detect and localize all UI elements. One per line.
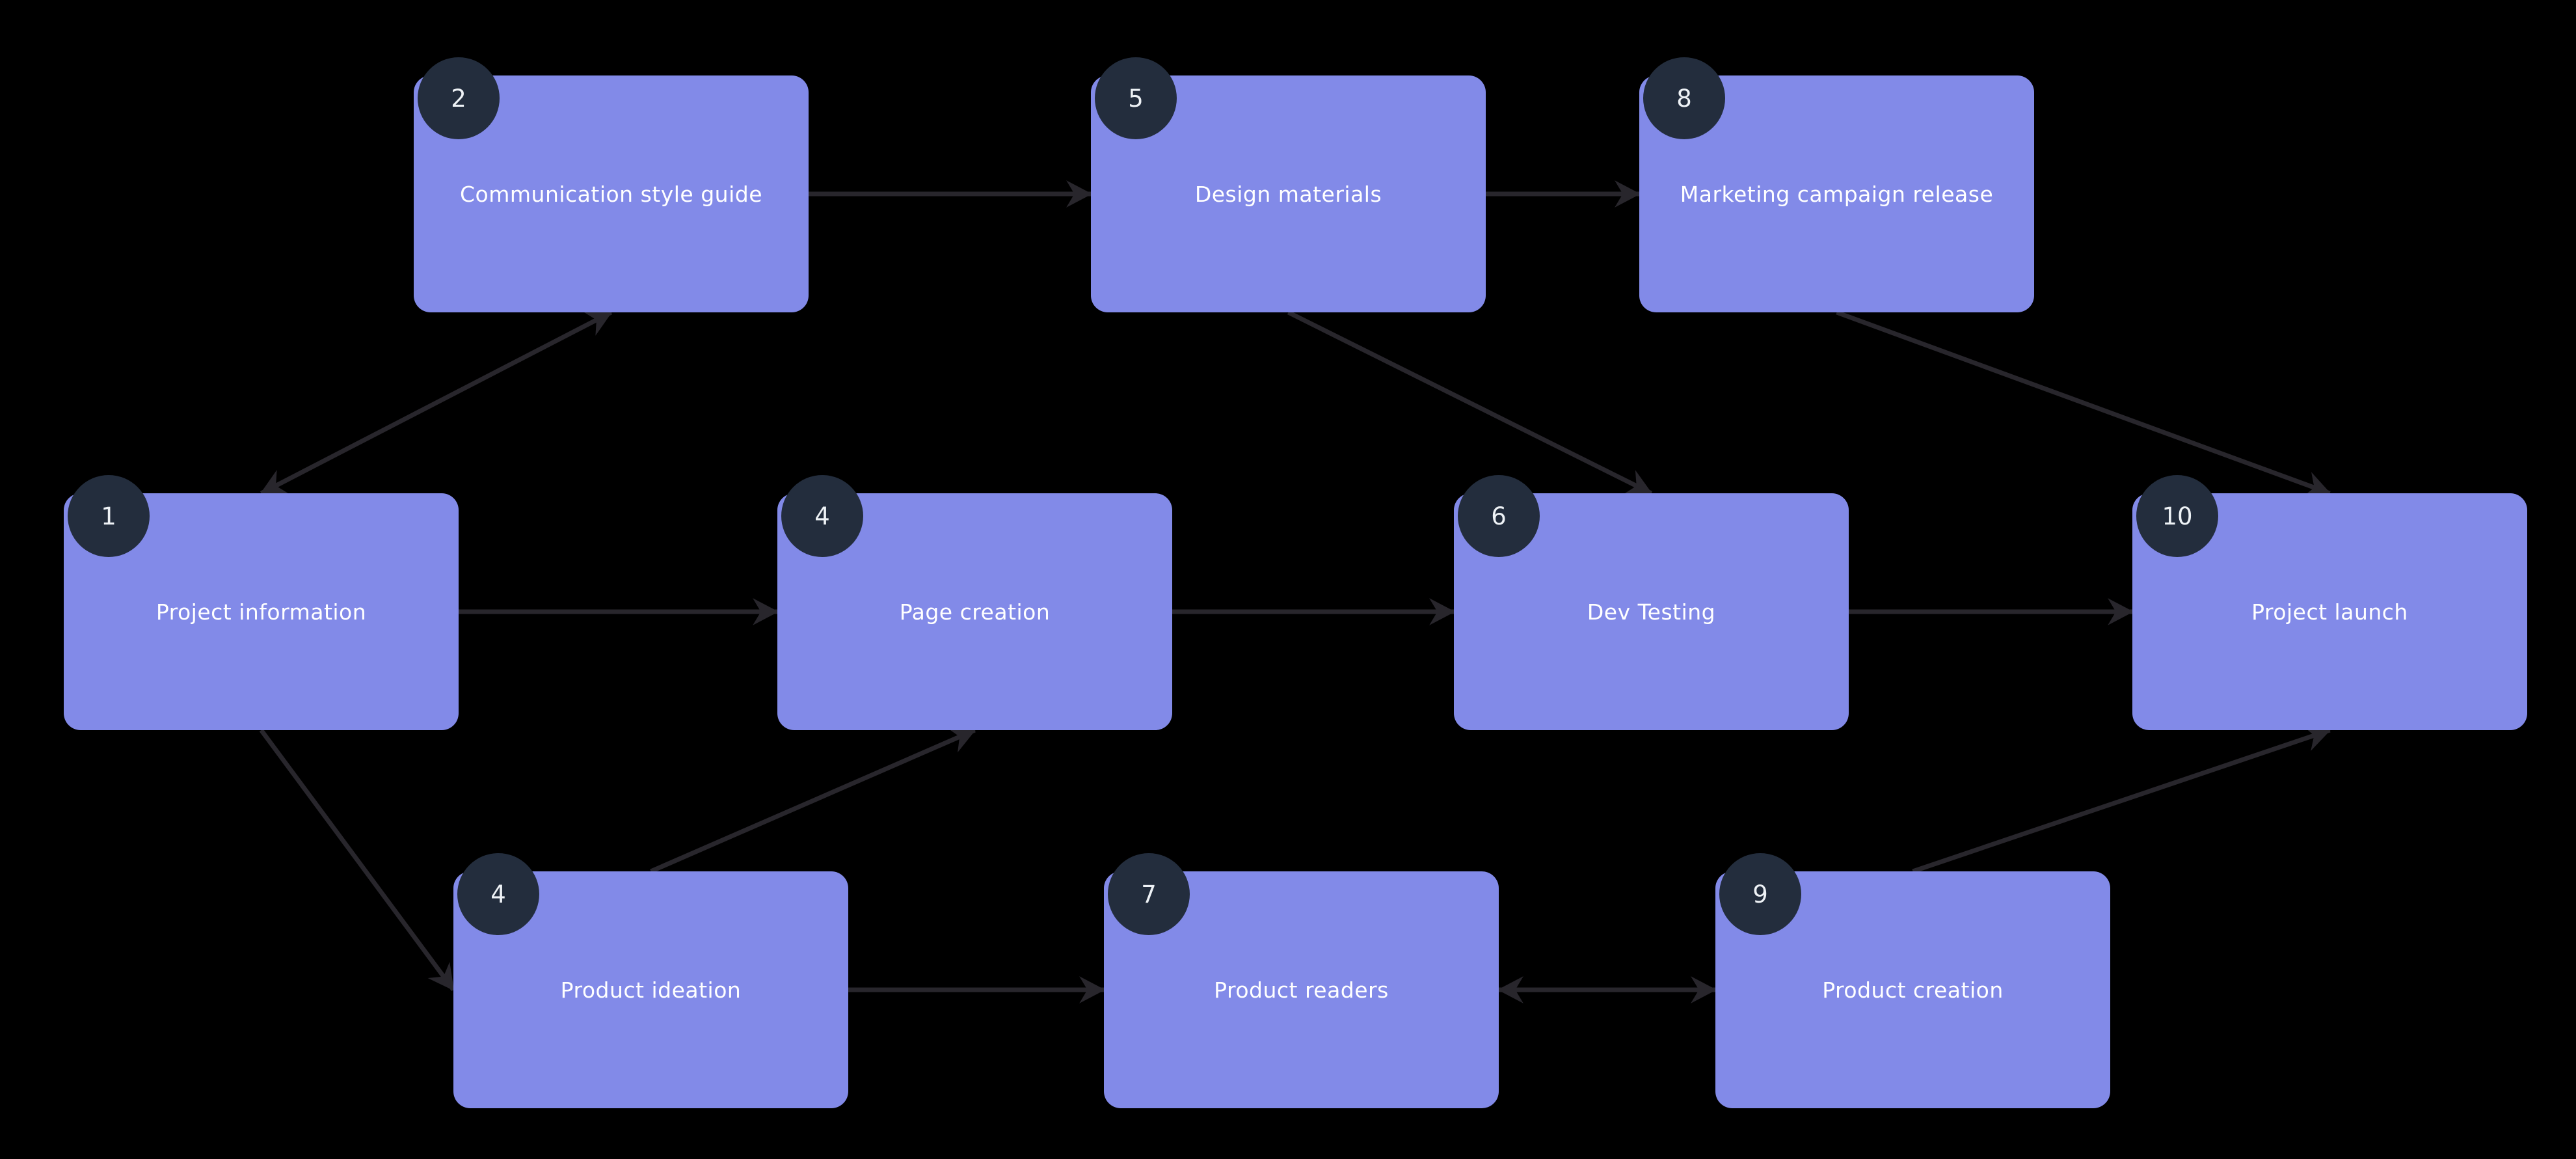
node-badge-number: 10 (2162, 502, 2193, 530)
edge-marketing-campaign-release-to-project-launch (1836, 310, 2331, 498)
edge-product-ideation-to-page-creation (650, 728, 976, 874)
edge-project-information-to-communication-style-guide (260, 310, 613, 496)
node-label: Project launch (2251, 599, 2408, 625)
node-badge-number: 2 (451, 84, 466, 113)
node-badge: 4 (457, 853, 539, 935)
node-badge: 7 (1108, 853, 1190, 935)
node-badge: 5 (1095, 57, 1177, 139)
node-badge-number: 4 (490, 880, 506, 908)
node-label: Dev Testing (1587, 599, 1716, 625)
node-label: Page creation (899, 599, 1051, 625)
edge-product-creation-to-project-launch (1912, 725, 2331, 874)
node-label: Communication style guide (460, 181, 762, 207)
node-badge-number: 4 (814, 502, 830, 530)
node-badge-number: 9 (1752, 880, 1768, 908)
node-label: Project information (155, 599, 367, 625)
node-badge: 2 (418, 57, 500, 139)
node-badge: 10 (2136, 475, 2218, 557)
node-badge: 4 (781, 475, 863, 557)
node-badge: 8 (1643, 57, 1725, 139)
edge-design-materials-to-dev-testing (1287, 310, 1653, 496)
node-badge-number: 7 (1141, 880, 1157, 908)
node-badge: 6 (1458, 475, 1540, 557)
node-label: Product creation (1822, 977, 2004, 1003)
node-label: Product ideation (560, 977, 742, 1003)
node-label: Product readers (1214, 977, 1389, 1003)
node-badge-number: 6 (1491, 502, 1507, 530)
node-badge: 1 (68, 475, 150, 557)
node-badge-number: 8 (1676, 84, 1692, 113)
node-badge: 9 (1719, 853, 1801, 935)
node-badge-number: 5 (1128, 84, 1144, 113)
edge-project-information-to-product-ideation (259, 728, 455, 992)
node-label: Marketing campaign release (1680, 181, 1994, 207)
node-badge-number: 1 (101, 502, 116, 530)
node-label: Design materials (1194, 181, 1382, 207)
